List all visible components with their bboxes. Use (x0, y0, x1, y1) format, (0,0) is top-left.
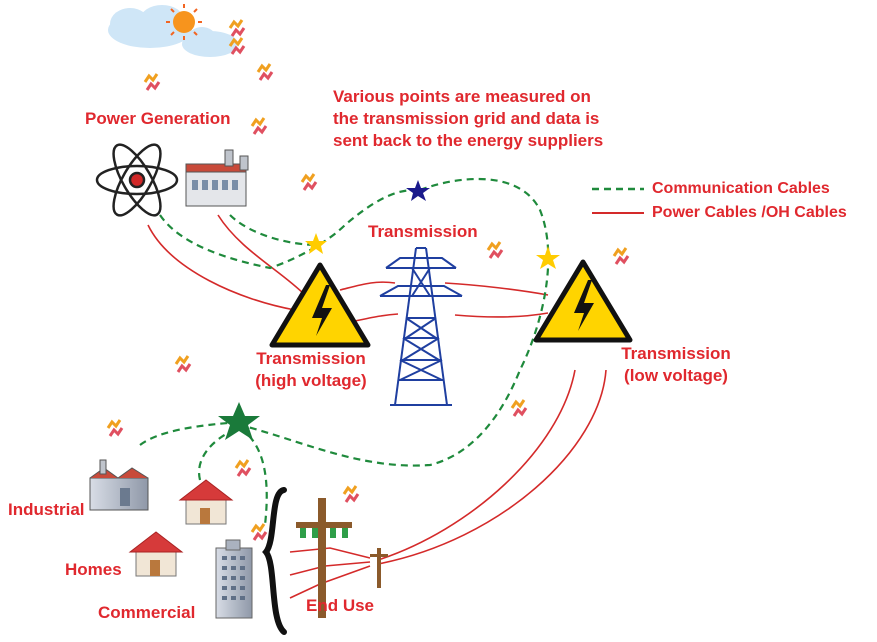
annotation-line: the transmission grid and data is (333, 109, 600, 128)
label-industrial: Industrial (8, 500, 85, 519)
warning-icon (533, 259, 633, 343)
label-transmission-high: Transmission (high voltage) (248, 348, 374, 392)
utility-pole-icon (370, 548, 388, 588)
label-commercial: Commercial (98, 603, 196, 622)
signal-icon (250, 116, 268, 136)
factory-icon (89, 459, 149, 511)
house-icon (178, 479, 234, 525)
measurement-stars (218, 180, 560, 440)
label-homes: Homes (65, 560, 122, 579)
signal-icon (300, 172, 318, 192)
label-line: (high voltage) (255, 371, 367, 390)
star-icon (536, 246, 560, 269)
legend-power: Power Cables /OH Cables (592, 204, 847, 222)
signal-icon (228, 18, 246, 38)
label-transmission-low: Transmission (low voltage) (616, 343, 736, 387)
label-power-generation: Power Generation (85, 109, 231, 128)
signal-icon (342, 484, 360, 504)
legend-communication: Communication Cables (592, 180, 830, 198)
power-cable-swatch (592, 212, 644, 214)
utility-pole-icon (296, 498, 352, 618)
signal-icon (256, 62, 274, 82)
signal-icon (106, 418, 124, 438)
atom-icon (95, 143, 179, 217)
transmission-tower-icon (379, 247, 463, 406)
star-icon (305, 233, 327, 254)
annotation-line: sent back to the energy suppliers (333, 131, 604, 150)
end-use-bracket (262, 487, 287, 635)
legend-power-label: Power Cables /OH Cables (652, 204, 847, 221)
label-line: (low voltage) (624, 366, 728, 385)
sun-icon (166, 4, 202, 40)
star-icon (406, 180, 430, 201)
signal-icon (612, 246, 630, 266)
signal-icon (234, 458, 252, 478)
label-end-use: End Use (306, 596, 375, 615)
signal-icon (510, 398, 528, 418)
star-icon (218, 402, 260, 440)
signal-icon (486, 240, 504, 260)
label-line: Transmission (621, 344, 731, 363)
signal-icon (143, 72, 161, 92)
cloud-icon (108, 5, 238, 57)
annotation-line: Various points are measured on (333, 87, 591, 106)
skyscraper-icon (215, 539, 253, 619)
annotation-text: Various points are measured on the trans… (333, 86, 603, 152)
signal-icon (250, 522, 268, 542)
warning-icon (269, 262, 371, 348)
factory-icon (185, 149, 249, 207)
power-cables (147, 214, 607, 599)
signal-icon (174, 354, 192, 374)
label-transmission: Transmission (368, 222, 478, 241)
communication-cable-swatch (592, 187, 644, 191)
legend-communication-label: Communication Cables (652, 180, 830, 197)
house-icon (128, 531, 184, 577)
label-line: Transmission (256, 349, 366, 368)
